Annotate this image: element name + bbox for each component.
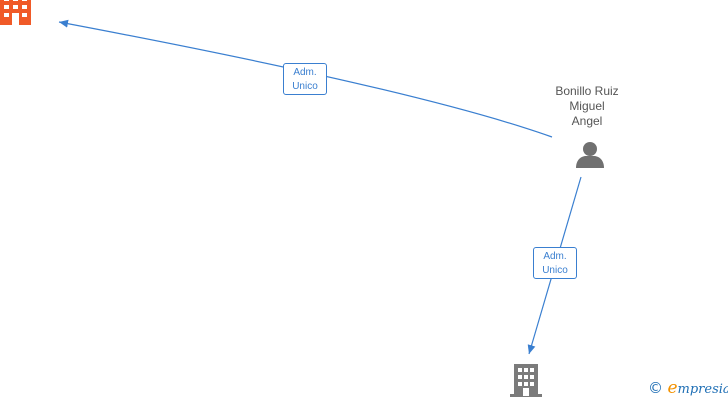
- brand-initial: e: [667, 378, 678, 398]
- person-icon[interactable]: [576, 142, 604, 168]
- building-icon[interactable]: [510, 364, 542, 397]
- relation-label-line: Adm.: [543, 251, 567, 262]
- copyright-symbol: ©: [648, 379, 663, 397]
- empresia-watermark: © empresia: [648, 378, 728, 398]
- relation-label[interactable]: Adm. Unico: [533, 247, 577, 279]
- person-name-line: Bonillo Ruiz: [555, 84, 619, 98]
- relation-label-line: Adm.: [293, 67, 317, 78]
- person-name-line: Angel: [571, 114, 603, 128]
- building-icon[interactable]: [0, 0, 31, 25]
- person-name[interactable]: Bonillo Ruiz Miguel Angel: [536, 84, 638, 129]
- relation-label-line: Unico: [542, 265, 568, 276]
- person-name-line: Miguel: [569, 99, 605, 113]
- brand-name: mpresia: [677, 382, 728, 397]
- relation-label-line: Unico: [292, 81, 318, 92]
- relation-label[interactable]: Adm. Unico: [283, 63, 327, 95]
- relation-edge-top-left: [58, 19, 553, 138]
